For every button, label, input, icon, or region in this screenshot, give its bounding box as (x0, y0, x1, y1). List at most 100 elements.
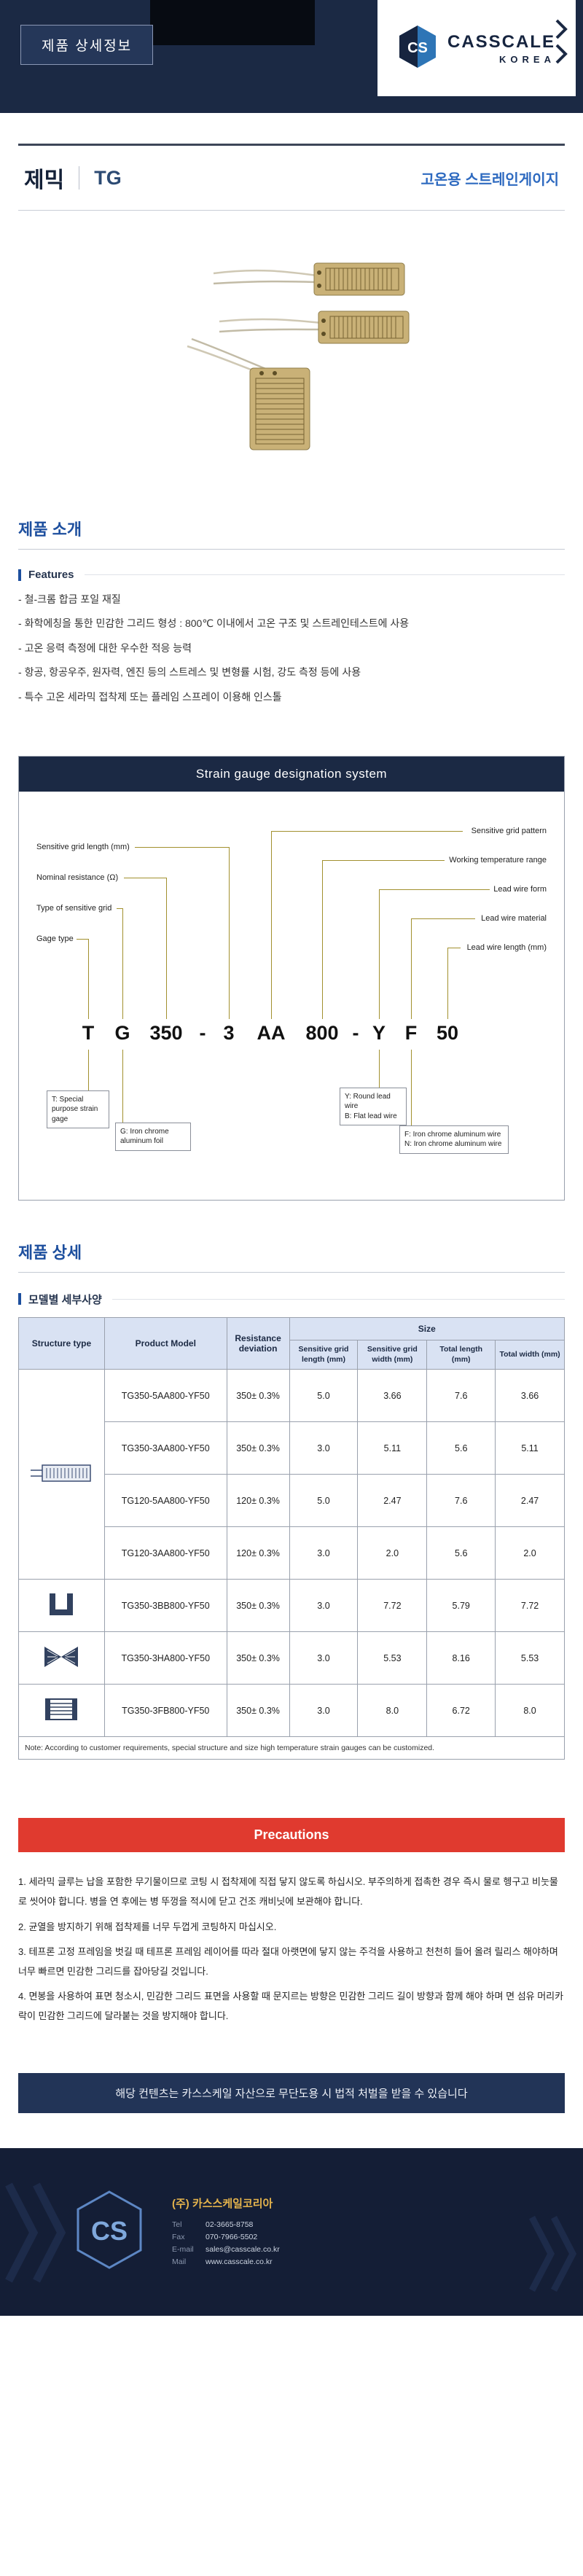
precaution-item: 4. 면봉을 사용하여 표면 청소시, 민감한 그리드 표면을 사용할 때 문지… (18, 1991, 564, 2022)
cell-resistance: 350± 0.3% (226, 1421, 290, 1475)
cell-total-length: 7.6 (426, 1474, 496, 1528)
cell-total-width: 7.72 (495, 1579, 565, 1633)
designation-system-box: Strain gauge designation system Sensitiv… (18, 755, 565, 1201)
connector-line (379, 889, 380, 1019)
code-dash: - (199, 1021, 206, 1044)
cell-model: TG350-3AA800-YF50 (103, 1421, 227, 1475)
connector-line (122, 1049, 123, 1123)
connector-line (322, 859, 445, 861)
contact-row: Fax 070-7966-5502 (172, 2231, 280, 2244)
contact-row: Mail www.casscale.co.kr (172, 2256, 280, 2268)
label-lead-wire-length: Lead wire length (mm) (466, 942, 547, 952)
cell-model: TG350-3BB800-YF50 (103, 1579, 227, 1633)
col-grid-length: Sensitive grid length (mm) (289, 1339, 359, 1370)
features-label: Features (28, 569, 74, 581)
cell-total-length: 5.79 (426, 1579, 496, 1633)
cell-grid-width: 5.11 (357, 1421, 428, 1475)
cell-total-length: 5.6 (426, 1526, 496, 1580)
product-model: TG (94, 166, 122, 189)
table-row: TG350-3BB800-YF50 350± 0.3% 3.0 7.72 5.7… (18, 1579, 565, 1633)
connector-line (88, 938, 89, 1019)
features-list: 철-크롬 합금 포일 재질 화학에칭을 통한 민감한 그리드 형성 : 800℃… (18, 591, 565, 705)
cell-grid-width: 8.0 (357, 1684, 428, 1738)
company-name: (주) 카스스케일코리아 (172, 2197, 273, 2210)
col-resistance: Resistance deviation (226, 1316, 290, 1370)
precaution-item: 1. 세라믹 글루는 납을 포함한 무기물이므로 코팅 시 접착제에 직접 닿지… (18, 1876, 558, 1907)
designation-title: Strain gauge designation system (19, 756, 564, 792)
cell-resistance: 350± 0.3% (226, 1684, 290, 1738)
svg-text:CS: CS (407, 40, 428, 56)
cell-grid-length: 5.0 (289, 1474, 359, 1528)
product-subtitle: 고온용 스트레인게이지 (420, 171, 559, 188)
label-type-of-grid: Type of sensitive grid (36, 903, 112, 913)
connector-line (77, 938, 88, 940)
designation-diagram: Sensitive grid length (mm) Nominal resis… (19, 792, 564, 1200)
label-lead-wire-material: Lead wire material (481, 913, 547, 923)
note-wire-form: Y: Round lead wire B: Flat lead wire (340, 1087, 407, 1126)
contact-website[interactable]: www.casscale.co.kr (206, 2257, 273, 2266)
cell-total-width: 3.66 (495, 1369, 565, 1423)
cell-resistance: 350± 0.3% (226, 1579, 290, 1633)
cell-grid-length: 3.0 (289, 1631, 359, 1685)
contact-label: Mail (172, 2257, 187, 2266)
casscale-footer-logo-icon: CS (73, 2189, 146, 2274)
structure-icon-aa (18, 1369, 105, 1580)
table-row: TG120-3AA800-YF50 120± 0.3% 3.0 2.0 5.6 … (19, 1526, 565, 1580)
chevron-decoration-icon (4, 2174, 70, 2295)
col-size: Size (289, 1316, 566, 1340)
cell-model: TG120-3AA800-YF50 (103, 1526, 227, 1580)
cell-total-width: 5.53 (495, 1631, 565, 1685)
connector-line (322, 859, 323, 1019)
code-dash: - (352, 1021, 359, 1044)
cell-total-length: 6.72 (426, 1684, 496, 1738)
cell-total-length: 7.6 (426, 1369, 496, 1423)
product-title-bar: 제믹 TG 고온용 스트레인게이지 (18, 144, 565, 211)
cell-grid-width: 5.53 (357, 1631, 428, 1685)
cell-total-width: 2.0 (495, 1526, 565, 1580)
cell-total-length: 8.16 (426, 1631, 496, 1685)
contact-label: Tel (172, 2220, 182, 2229)
connector-line (117, 908, 122, 909)
contact-phone: 02-3665-8758 (206, 2220, 254, 2229)
table-note: Note: According to customer requirements… (18, 1736, 565, 1760)
label-grid-pattern: Sensitive grid pattern (471, 826, 547, 835)
col-total-length: Total length (mm) (426, 1339, 496, 1370)
header-accent-block (150, 0, 315, 45)
connector-line (271, 830, 272, 1019)
table-note-row: Note: According to customer requirements… (18, 1736, 565, 1760)
note-wire-form-line2: B: Flat lead wire (345, 1112, 397, 1120)
connector-line (379, 889, 490, 890)
feature-item: 특수 고온 세라믹 접착제 또는 플레임 스프레이 이용해 인스톨 (18, 689, 565, 705)
connector-line (122, 908, 123, 1019)
cell-model: TG350-3HA800-YF50 (103, 1631, 227, 1685)
feature-item: 화학에칭을 통한 민감한 그리드 형성 : 800℃ 이내에서 고온 구조 및 … (18, 615, 565, 631)
logo-country: KOREA (499, 53, 555, 65)
note-wire-form-line1: Y: Round lead wire (345, 1092, 391, 1111)
copyright-notice: 해당 컨텐츠는 카스스케일 자산으로 무단도용 시 법적 처벌을 받을 수 있습… (18, 2072, 565, 2113)
label-accent-bar (18, 1293, 21, 1305)
table-row: TG350-3FB800-YF50 350± 0.3% 3.0 8.0 6.72… (18, 1684, 565, 1738)
connector-line (166, 877, 167, 1019)
contact-label: E-mail (172, 2244, 194, 2254)
note-grid-type: G: Iron chrome aluminum foil (115, 1122, 191, 1151)
cell-resistance: 120± 0.3% (226, 1474, 290, 1528)
cell-total-width: 5.11 (495, 1421, 565, 1475)
contact-label: Fax (172, 2232, 185, 2241)
table-row: TG350-3HA800-YF50 350± 0.3% 3.0 5.53 8.1… (18, 1631, 565, 1685)
col-grid-width: Sensitive grid width (mm) (357, 1339, 428, 1370)
page-footer: CS (주) 카스스케일코리아 Tel 02-3665-8758 Fax 070… (0, 2147, 583, 2316)
connector-line (447, 947, 448, 1019)
contact-email[interactable]: sales@casscale.co.kr (206, 2244, 280, 2254)
code-wire-length: 50 (436, 1021, 459, 1044)
feature-item: 고온 응력 측정에 대한 우수한 적응 능력 (18, 640, 565, 656)
cell-resistance: 350± 0.3% (226, 1631, 290, 1685)
cell-model: TG350-3FB800-YF50 (103, 1684, 227, 1738)
cell-model: TG120-5AA800-YF50 (103, 1474, 227, 1528)
code-grid-type: G (114, 1021, 130, 1044)
table-row: TG120-5AA800-YF50 120± 0.3% 5.0 2.47 7.6… (19, 1474, 565, 1528)
label-lead-wire-form: Lead wire form (493, 884, 547, 894)
cell-grid-width: 3.66 (357, 1369, 428, 1423)
cell-total-width: 8.0 (495, 1684, 565, 1738)
details-sub-label: 모델별 세부사양 (28, 1293, 102, 1306)
chevron-decoration-icon (554, 19, 570, 69)
